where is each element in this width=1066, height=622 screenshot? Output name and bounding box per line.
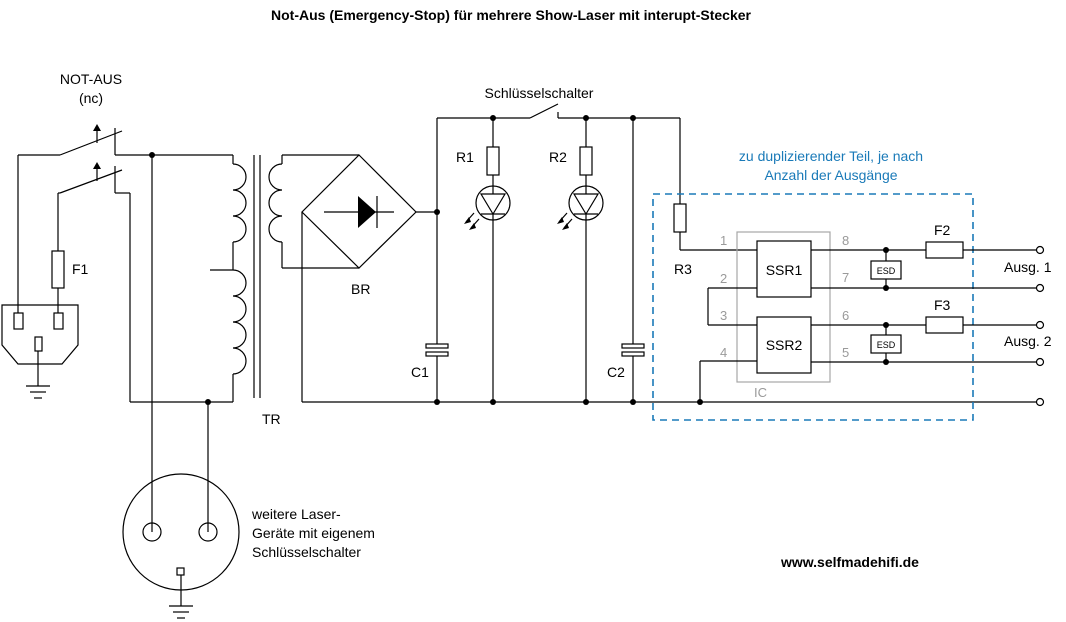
laser-note-line2: Geräte mit eigenem bbox=[252, 525, 375, 541]
pin-2: 2 bbox=[720, 271, 727, 286]
terminal-out2-b bbox=[1035, 357, 1045, 367]
laser-note-line3: Schlüsselschalter bbox=[252, 544, 361, 560]
label-f3: F3 bbox=[934, 297, 951, 313]
laser-note-line1: weitere Laser- bbox=[251, 506, 341, 522]
label-f2: F2 bbox=[934, 222, 951, 238]
label-ic: IC bbox=[754, 385, 767, 400]
label-c2: C2 bbox=[607, 364, 625, 380]
ssr2-box bbox=[756, 316, 812, 374]
pin-1: 1 bbox=[720, 233, 727, 248]
label-esd-2: ESD bbox=[877, 340, 896, 350]
key-switch-label: Schlüsselschalter bbox=[485, 85, 594, 101]
fuse-f3 bbox=[925, 316, 964, 334]
key-switch bbox=[529, 103, 680, 119]
esd-protection-2 bbox=[870, 322, 902, 365]
label-r1: R1 bbox=[456, 149, 474, 165]
label-ssr2: SSR2 bbox=[766, 337, 803, 353]
capacitor-c2 bbox=[621, 118, 645, 402]
label-r2: R2 bbox=[549, 149, 567, 165]
pin-8: 8 bbox=[842, 233, 849, 248]
label-output-1: Ausg. 1 bbox=[1004, 259, 1052, 275]
label-c1: C1 bbox=[411, 364, 429, 380]
led-2 bbox=[557, 185, 604, 402]
notaus-nc-label: (nc) bbox=[79, 90, 103, 106]
label-f1: F1 bbox=[72, 261, 89, 277]
label-esd-1: ESD bbox=[877, 266, 896, 276]
emergency-stop-switch bbox=[59, 124, 123, 194]
label-br: BR bbox=[351, 281, 370, 297]
diagram-title: Not-Aus (Emergency-Stop) für mehrere Sho… bbox=[271, 7, 752, 23]
resistor-r2 bbox=[579, 118, 593, 186]
terminal-common bbox=[1035, 397, 1045, 407]
pin-6: 6 bbox=[842, 308, 849, 323]
label-r3: R3 bbox=[674, 261, 692, 277]
label-ssr1: SSR1 bbox=[766, 262, 803, 278]
duplicate-note-line1: zu duplizierender Teil, je nach bbox=[739, 148, 923, 164]
ic-outline bbox=[736, 231, 831, 383]
resistor-r3 bbox=[673, 118, 757, 251]
pin-5: 5 bbox=[842, 345, 849, 360]
ground-symbol-plug bbox=[169, 605, 193, 619]
label-output-2: Ausg. 2 bbox=[1004, 333, 1052, 349]
notaus-label: NOT-AUS bbox=[60, 71, 122, 87]
pin-4: 4 bbox=[720, 345, 727, 360]
esd-protection-1 bbox=[870, 247, 902, 291]
ssr1-box bbox=[756, 240, 812, 298]
label-tr: TR bbox=[262, 411, 281, 427]
terminal-out2-a bbox=[1035, 320, 1045, 330]
led-1 bbox=[464, 185, 511, 402]
duplicate-section-box bbox=[652, 193, 974, 421]
capacitor-c1 bbox=[425, 343, 449, 402]
fuse-f2 bbox=[925, 241, 964, 259]
ground-symbol-inlet bbox=[26, 385, 50, 399]
duplicate-note-line2: Anzahl der Ausgänge bbox=[764, 167, 897, 183]
pin-7: 7 bbox=[842, 270, 849, 285]
transformer-tr bbox=[200, 154, 304, 402]
interrupt-plug bbox=[122, 473, 240, 619]
website-credit: www.selfmadehifi.de bbox=[780, 554, 919, 570]
terminal-out1-a bbox=[1035, 245, 1045, 255]
terminal-out1-b bbox=[1035, 283, 1045, 293]
resistor-r1 bbox=[486, 118, 500, 186]
fuse-f1 bbox=[51, 250, 65, 289]
pin-3: 3 bbox=[720, 308, 727, 323]
mains-inlet bbox=[1, 304, 79, 399]
